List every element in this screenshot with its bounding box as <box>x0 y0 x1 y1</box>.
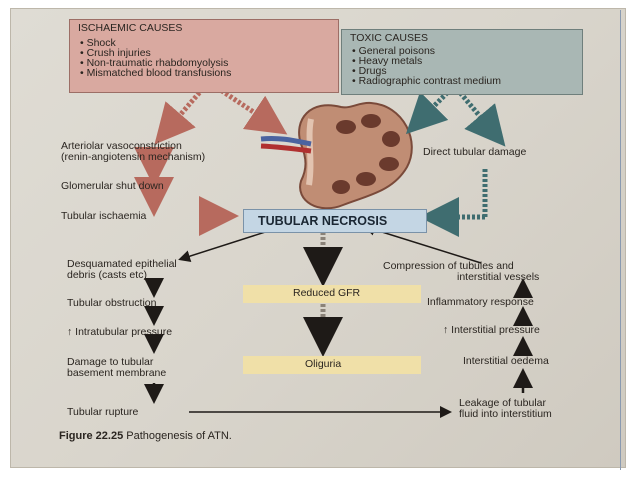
ischaemic-title: ISCHAEMIC CAUSES <box>78 22 183 34</box>
interstitial-oedema-label: Interstitial oedema <box>463 355 549 367</box>
list-item: Shock <box>80 38 231 49</box>
list-item: Mismatched blood transfusions <box>80 68 232 79</box>
damage-basement-label-2: basement membrane <box>67 367 167 379</box>
intratubular-pressure-label: ↑ Intratubular pressure <box>67 326 173 338</box>
flow-arrows <box>134 82 533 418</box>
toxic-list: General poisons Heavy metals Drugs Radio… <box>352 46 501 87</box>
figure-caption-text: Pathogenesis of ATN. <box>126 430 232 442</box>
leakage-label-1: Leakage of tubular <box>459 397 546 409</box>
ischaemic-list: Shock Crush injuries Non-traumatic rhabd… <box>80 38 232 79</box>
tubular-necrosis-label: TUBULAR NECROSIS <box>258 214 388 228</box>
oliguria-label: Oliguria <box>305 358 342 370</box>
textbook-photo: ISCHAEMIC CAUSES Shock Crush injuries No… <box>10 8 626 468</box>
list-item: Non-traumatic rhabdomyolysis <box>80 58 231 69</box>
toxic-title: TOXIC CAUSES <box>350 32 428 44</box>
glomerular-shutdown-label: Glomerular shut down <box>61 180 164 192</box>
compression-label-2: interstitial vessels <box>457 271 540 283</box>
interstitial-pressure-label: ↑ Interstitial pressure <box>443 324 540 336</box>
kidney-icon <box>260 101 413 210</box>
list-item: Heavy metals <box>352 56 501 67</box>
compression-label-1: Compression of tubules and <box>383 260 514 272</box>
figure-number: Figure 22.25 <box>59 430 124 442</box>
ischaemic-causes-box: ISCHAEMIC CAUSES Shock Crush injuries No… <box>69 19 339 93</box>
oliguria-box: Oliguria <box>243 356 421 374</box>
vasoconstriction-label: Arteriolar vasoconstriction <box>61 140 182 152</box>
desquamated-debris-label-1: Desquamated epithelial <box>67 258 177 270</box>
figure-caption: Figure 22.25 Pathogenesis of ATN. <box>59 431 232 442</box>
damage-basement-label-1: Damage to tubular <box>67 356 154 368</box>
renin-angiotensin-label: (renin-angiotensin mechanism) <box>61 151 206 163</box>
list-item: Crush injuries <box>80 48 231 59</box>
tubular-necrosis-box: TUBULAR NECROSIS <box>243 209 427 233</box>
direct-tubular-damage-label: Direct tubular damage <box>423 146 527 158</box>
tubular-rupture-label: Tubular rupture <box>67 406 139 418</box>
toxic-causes-box: TOXIC CAUSES General poisons Heavy metal… <box>341 29 583 95</box>
list-item: Drugs <box>352 66 501 77</box>
leakage-label-2: fluid into interstitium <box>459 408 552 420</box>
desquamated-debris-label-2: debris (casts etc) <box>67 269 147 281</box>
inflammatory-response-label: Inflammatory response <box>427 296 534 308</box>
reduced-gfr-box: Reduced GFR <box>243 285 421 303</box>
tubular-obstruction-label: Tubular obstruction <box>67 297 157 309</box>
reduced-gfr-label: Reduced GFR <box>293 287 361 299</box>
list-item: General poisons <box>352 46 501 57</box>
tubular-ischaemia-label: Tubular ischaemia <box>61 210 147 222</box>
frame-divider <box>620 10 621 470</box>
list-item: Radiographic contrast medium <box>352 76 501 87</box>
